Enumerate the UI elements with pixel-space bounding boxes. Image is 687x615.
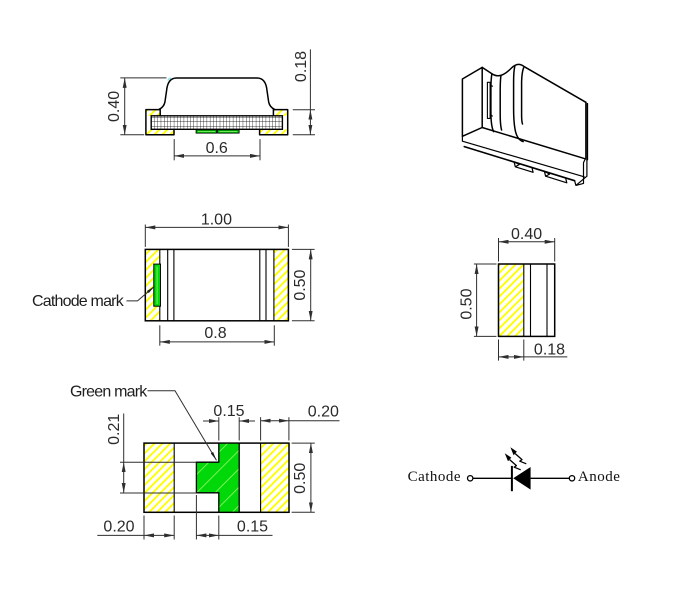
epoxy-dome xyxy=(158,78,275,110)
dim-bottom-mark-height-text: 0.21 xyxy=(106,414,123,445)
dimension-side-height: 0.40 xyxy=(106,77,167,136)
green-mark xyxy=(195,442,240,513)
end-inner-lines xyxy=(523,263,548,337)
dimension-side-terminal: 0.18 xyxy=(292,49,315,136)
end-view: 0.40 0.50 0.18 xyxy=(459,226,568,361)
end-pad-hatch xyxy=(498,264,524,337)
iso-body-bottom-edge xyxy=(481,126,587,160)
dimension-end-height: 0.50 xyxy=(459,263,497,337)
green-mark-callout: Green mark xyxy=(70,383,217,461)
dim-bottom-mark-width-text: 0.15 xyxy=(213,403,244,420)
bottom-pad-right-hatch xyxy=(260,443,289,513)
cyan-corner-artifact xyxy=(167,77,172,81)
dim-top-length-text: 1.00 xyxy=(201,212,232,229)
iso-terminal-tab xyxy=(513,161,534,173)
dimension-end-pad: 0.18 xyxy=(498,339,568,361)
dim-side-height-text: 0.40 xyxy=(106,91,123,122)
iso-dome-crest xyxy=(491,63,587,104)
dim-bottom-mark-offset-text: 0.15 xyxy=(237,519,268,536)
dimension-side-span: 0.6 xyxy=(173,139,261,161)
cathode-mark-label: Cathode mark xyxy=(32,293,125,310)
diode-triangle-icon xyxy=(513,467,531,490)
top-body-outline xyxy=(144,248,290,322)
cathode-mark-callout: Cathode mark xyxy=(32,285,155,310)
iso-cathode-groove xyxy=(486,81,494,119)
dim-bottom-height-text: 0.50 xyxy=(292,463,309,494)
iso-flare-line xyxy=(520,67,525,125)
epoxy-dome-outline xyxy=(158,77,276,111)
bottom-view: 0.15 0.20 0.21 0.50 xyxy=(70,383,340,540)
dim-side-span-text: 0.6 xyxy=(206,140,228,157)
iso-slab-top-edge xyxy=(481,66,493,75)
dimension-top-width: 0.50 xyxy=(292,248,315,322)
iso-package xyxy=(461,63,589,186)
pad-right-hatch-bottom xyxy=(259,129,288,135)
light-emission-icon xyxy=(504,447,527,471)
dim-end-width-text: 0.40 xyxy=(511,226,542,243)
pad-right-hatch-top xyxy=(273,109,288,116)
green-mark-label: Green mark xyxy=(70,383,148,400)
dimension-bottom-pad-left: 0.20 xyxy=(97,515,175,540)
pad-left-hatch-bottom xyxy=(145,129,174,135)
dimension-bottom-mark-offset: 0.15 xyxy=(195,495,273,540)
dim-end-pad-text: 0.18 xyxy=(534,341,565,358)
iso-plate-top-edge xyxy=(461,135,585,178)
iso-terminal-tab xyxy=(543,170,568,184)
anode-label: Anode xyxy=(578,469,621,485)
cathode-terminal-icon xyxy=(466,474,474,482)
top-pad-right-hatch xyxy=(273,249,289,321)
dim-end-height-text: 0.50 xyxy=(459,288,476,319)
top-view: 1.00 0.50 0.8 Cathode mark xyxy=(32,212,315,346)
dimension-bottom-mark-height: 0.21 xyxy=(106,413,197,494)
pad-left-hatch-top xyxy=(145,109,161,116)
iso-end-slab xyxy=(461,66,483,138)
dim-side-terminal-text: 0.18 xyxy=(293,51,310,82)
iso-end-fold xyxy=(574,158,588,186)
anode-terminal-icon xyxy=(568,474,576,482)
iso-plate-bottom-edge xyxy=(463,145,576,182)
pad-right-outline xyxy=(258,108,289,136)
cathode-mark xyxy=(153,263,162,307)
end-body-outline xyxy=(497,263,556,338)
dim-top-width-text: 0.50 xyxy=(292,269,309,300)
isometric-view xyxy=(461,63,589,186)
bottom-body-outline xyxy=(143,442,290,514)
iso-flare-line xyxy=(499,75,503,131)
dimension-bottom-pad-right: 0.20 xyxy=(260,404,340,441)
dimension-bottom-height: 0.50 xyxy=(291,442,315,513)
dimension-top-inner: 0.8 xyxy=(159,325,275,346)
dim-top-inner-text: 0.8 xyxy=(204,325,226,342)
dimension-top-length: 1.00 xyxy=(144,212,289,247)
dim-bottom-pad-right-text: 0.20 xyxy=(308,404,339,421)
iso-flare-line xyxy=(490,73,495,133)
green-strips xyxy=(195,129,240,134)
bottom-inner-lines xyxy=(173,442,262,513)
side-view: 0.40 0.18 0.6 xyxy=(106,49,315,161)
cathode-label: Cathode xyxy=(408,469,462,485)
substrate xyxy=(150,115,284,131)
pad-left-outline xyxy=(145,108,175,136)
circuit-symbol: Cathode Anode xyxy=(408,447,621,492)
dimension-end-width: 0.40 xyxy=(498,226,556,262)
dimension-bottom-mark-width: 0.15 xyxy=(203,403,255,441)
bottom-pad-left-hatch xyxy=(144,443,175,513)
dim-bottom-pad-left-text: 0.20 xyxy=(103,519,134,536)
